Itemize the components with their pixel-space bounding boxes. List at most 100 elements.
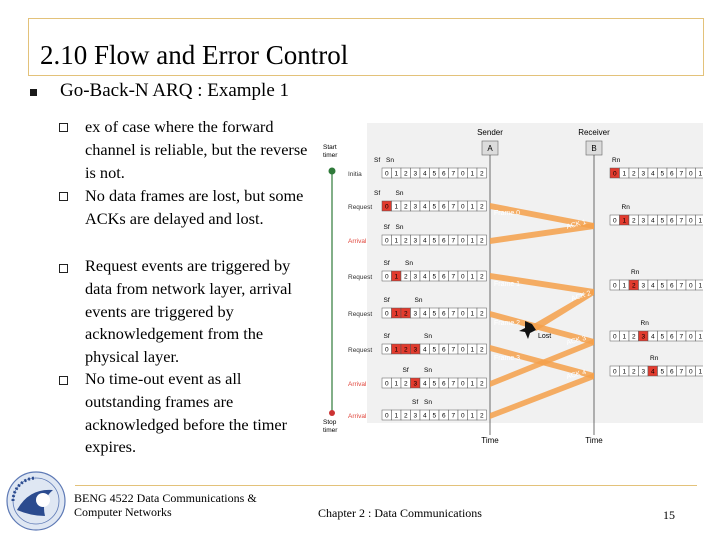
sender-window-number: 6 — [442, 381, 446, 388]
receiver-window-number: 1 — [622, 283, 626, 290]
receiver-window-number: 1 — [622, 369, 626, 376]
receiver-window-number: 0 — [613, 171, 617, 178]
sender-window-number: 0 — [461, 274, 465, 281]
sender-window-number: 5 — [432, 311, 436, 318]
sn-label: Sn — [424, 399, 432, 406]
receiver-window-number: 3 — [641, 171, 645, 178]
sender-window-number: 1 — [470, 238, 474, 245]
frame-arrow — [490, 311, 594, 345]
sender-window-number: 6 — [442, 413, 446, 420]
sender-window-number: 0 — [461, 204, 465, 211]
receiver-window-number: 1 — [698, 283, 702, 290]
sender-window-number: 3 — [413, 311, 417, 318]
receiver-window-number: 2 — [632, 171, 636, 178]
receiver-window-number: 2 — [632, 283, 636, 290]
sender-window-number: 2 — [480, 347, 484, 354]
sender-event-label: Request — [348, 347, 372, 354]
receiver-window-number: 4 — [651, 283, 655, 290]
receiver-window-number: 6 — [670, 369, 674, 376]
start-timer-label: timer — [323, 152, 338, 159]
sender-window-number: 4 — [423, 238, 427, 245]
sender-window-number: 1 — [470, 274, 474, 281]
receiver-window-number: 1 — [698, 369, 702, 376]
sender-window-number: 0 — [385, 171, 389, 178]
title-frame-left — [28, 18, 29, 76]
university-logo-icon — [6, 471, 66, 531]
receiver-window-number: 1 — [622, 334, 626, 341]
sender-window-number: 1 — [470, 311, 474, 318]
sn-label: Sn — [396, 190, 404, 197]
bullet-text-2: No data frames are lost, but some ACKs a… — [85, 186, 304, 228]
sender-window-number: 3 — [413, 171, 417, 178]
title-frame-top — [28, 18, 704, 19]
sender-window-number: 1 — [394, 311, 398, 318]
sender-window-number: 2 — [404, 238, 408, 245]
footer-course: BENG 4522 Data Communications & Computer… — [74, 491, 257, 519]
receiver-window-number: 5 — [660, 334, 664, 341]
receiver-window-number: 3 — [641, 283, 645, 290]
sender-event-label: Initia — [348, 171, 362, 178]
sender-window-number: 4 — [423, 171, 427, 178]
sender-event-label: Arrival — [348, 238, 367, 245]
receiver-window-number: 4 — [651, 369, 655, 376]
sender-window-number: 3 — [413, 347, 417, 354]
sender-window-number: 0 — [385, 238, 389, 245]
receiver-window-number: 5 — [660, 369, 664, 376]
sender-window-number: 5 — [432, 238, 436, 245]
frame-label: Frame 1 — [494, 281, 520, 288]
sender-window-number: 6 — [442, 238, 446, 245]
sender-event-label: Arrival — [348, 381, 367, 388]
sender-window-number: 2 — [404, 204, 408, 211]
sender-window-number: 1 — [470, 171, 474, 178]
bullet-text-4: No time-out event as all outstanding fra… — [85, 369, 288, 457]
sender-window-number: 6 — [442, 204, 446, 211]
start-timer-label: Start — [323, 144, 337, 151]
ack-arrow — [490, 373, 594, 419]
receiver-window-cell — [695, 365, 703, 377]
sf-label: Sf — [384, 333, 390, 340]
sender-window-number: 7 — [451, 381, 455, 388]
frame-label: Frame 2 — [494, 320, 520, 327]
sender-window-number: 2 — [480, 381, 484, 388]
receiver-window-number: 3 — [641, 218, 645, 225]
sender-window-number: 7 — [451, 413, 455, 420]
receiver-window-number: 7 — [679, 283, 683, 290]
sf-label: Sf — [384, 297, 390, 304]
frame-label: Frame 0 — [494, 210, 520, 217]
receiver-box-label: B — [591, 144, 596, 153]
receiver-window-cell — [695, 330, 703, 342]
sn-label: Sn — [405, 260, 413, 267]
sender-window-number: 3 — [413, 274, 417, 281]
frame-arrow — [490, 273, 594, 295]
sender-window-number: 0 — [385, 381, 389, 388]
sf-label: Sf — [384, 260, 390, 267]
checkbox-bullet-icon — [59, 264, 69, 274]
sender-event-label: Request — [348, 204, 372, 211]
frame-label: Frame 3 — [494, 355, 520, 362]
receiver-window-cell — [695, 214, 703, 226]
receiver-window-number: 0 — [689, 283, 693, 290]
receiver-window-cell — [695, 279, 703, 291]
sender-window-cell — [476, 234, 487, 246]
checkbox-bullet-icon — [59, 376, 69, 386]
sender-window-number: 2 — [404, 311, 408, 318]
sender-window-number: 2 — [404, 171, 408, 178]
sender-window-number: 6 — [442, 347, 446, 354]
sf-label: Sf — [403, 367, 409, 374]
sender-window-number: 2 — [480, 274, 484, 281]
ack-arrow-lost — [532, 289, 594, 331]
sender-window-number: 0 — [385, 347, 389, 354]
lost-label: Lost — [538, 333, 551, 340]
sender-window-number: 6 — [442, 274, 446, 281]
receiver-window-number: 6 — [670, 334, 674, 341]
receiver-window-number: 7 — [679, 171, 683, 178]
sender-window-cell — [476, 200, 487, 212]
sender-window-number: 7 — [451, 347, 455, 354]
receiver-window-number: 7 — [679, 369, 683, 376]
receiver-window-number: 7 — [679, 334, 683, 341]
receiver-window-number: 6 — [670, 171, 674, 178]
sender-window-number: 3 — [413, 204, 417, 211]
sender-window-cell — [476, 409, 487, 421]
sender-window-number: 2 — [480, 413, 484, 420]
